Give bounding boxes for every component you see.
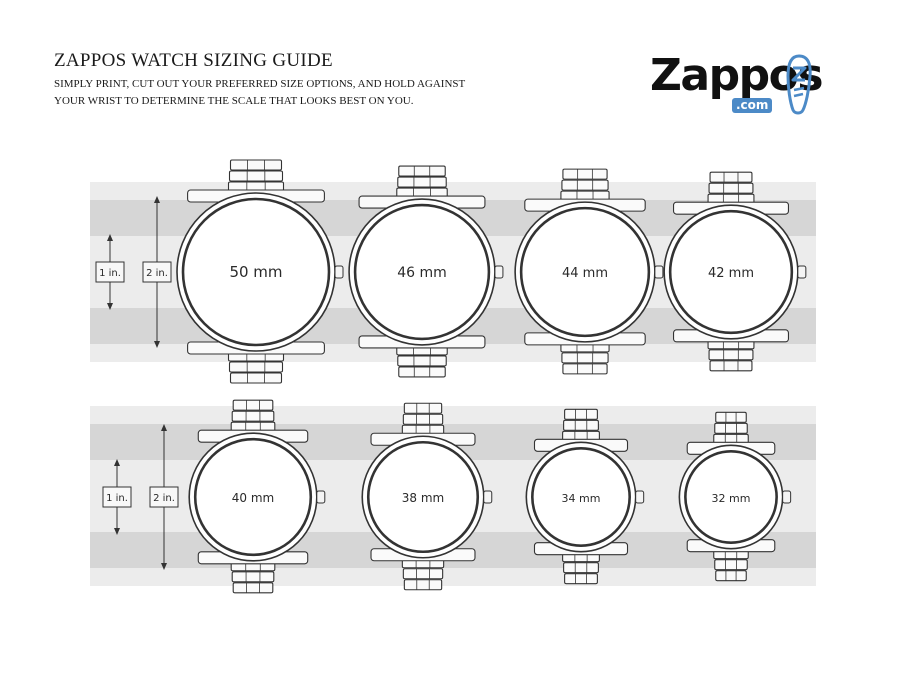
watch-44mm: 44 mm: [514, 168, 664, 375]
crown: [635, 490, 645, 504]
watch-size-label: 44 mm: [562, 266, 608, 281]
watch-size-label: 42 mm: [708, 266, 754, 281]
band-stripe: [90, 406, 816, 424]
crown: [494, 265, 504, 279]
ruler-one-inch: 1 in.: [102, 459, 132, 535]
ruler-label: 1 in.: [99, 268, 121, 279]
ruler-two-inch: 2 in.: [142, 196, 172, 348]
zappos-shoe-icon: [786, 54, 812, 115]
watch-32mm: 32 mm: [678, 411, 792, 582]
watch-34mm: 34 mm: [525, 408, 645, 585]
watch-50mm: 50 mm: [176, 159, 344, 384]
watch-38mm: 38 mm: [361, 402, 493, 591]
watch-size-label: 38 mm: [402, 491, 444, 505]
band-stripe: [90, 568, 816, 586]
crown: [316, 490, 326, 504]
ruler-label: 2 in.: [146, 268, 168, 279]
crown: [334, 265, 344, 279]
watch-size-label: 40 mm: [232, 491, 274, 505]
watch-40mm: 40 mm: [188, 399, 326, 594]
page-title: ZAPPOS WATCH SIZING GUIDE: [54, 50, 333, 71]
crown: [782, 490, 792, 504]
watch-46mm: 46 mm: [348, 165, 504, 378]
logo-domain-badge: .com: [732, 98, 773, 113]
ruler-label: 2 in.: [153, 493, 175, 504]
crown: [797, 265, 807, 279]
watch-size-label: 50 mm: [229, 263, 282, 281]
watch-size-label: 32 mm: [712, 492, 751, 505]
ruler-label: 1 in.: [106, 493, 128, 504]
watch-size-label: 34 mm: [562, 492, 601, 505]
ruler-one-inch: 1 in.: [95, 234, 125, 310]
instructions-text: SIMPLY PRINT, CUT OUT YOUR PREFERRED SIZ…: [54, 78, 466, 107]
watch-42mm: 42 mm: [663, 171, 807, 372]
crown: [654, 265, 664, 279]
crown: [483, 490, 493, 504]
zappos-logo: Zappos .com: [650, 50, 824, 118]
watch-faces: 50 mm 46 mm 44 mm 42 mm 40 mm 38 mm 34 mm 32 mm: [176, 159, 807, 594]
watch-size-label: 46 mm: [397, 265, 447, 281]
ruler-two-inch: 2 in.: [149, 424, 179, 570]
rulers: 1 in. 2 in. 1 in. 2 in.: [95, 196, 179, 570]
